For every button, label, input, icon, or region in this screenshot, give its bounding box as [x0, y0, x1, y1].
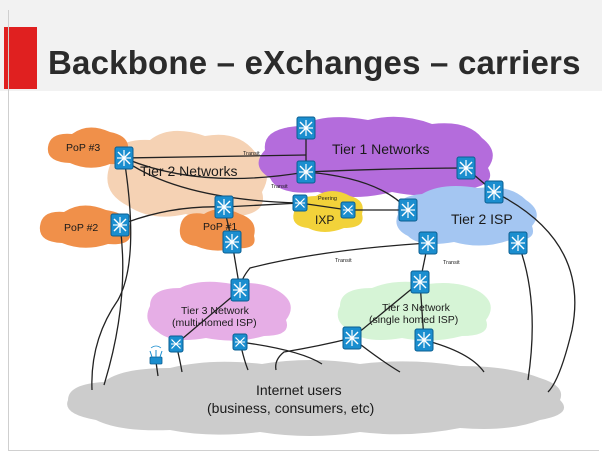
slide-title: Backbone – eXchanges – carriers	[48, 44, 581, 81]
link-tier2-tier1-low	[123, 157, 307, 180]
tier3-single-cloud	[337, 281, 491, 341]
router-pop1-top	[214, 195, 234, 219]
router-tier1-left	[296, 160, 316, 184]
ixp-cloud	[293, 191, 363, 232]
title-accent-bar	[4, 27, 37, 89]
link-pop2-users	[103, 224, 124, 386]
link-t3s-users-a	[275, 337, 353, 371]
router-ixp-right	[340, 201, 356, 219]
link-isp-users	[517, 242, 533, 381]
router-tier1-top	[296, 116, 316, 140]
link-pop1-ixp	[223, 202, 301, 208]
internet-users-cloud	[67, 360, 565, 436]
tier3-multi-label-2: (multi-homed ISP)	[172, 317, 257, 329]
tier3-multi-cloud	[147, 281, 291, 341]
router-ixp-left	[292, 194, 308, 212]
link-ixp-inner	[299, 202, 349, 211]
router-tier3-single-right	[414, 328, 434, 352]
wireless-ap-icon	[149, 345, 163, 365]
link-tier3multi-internal	[175, 289, 241, 345]
pop1-label: PoP #1	[203, 221, 237, 233]
internet-users-label-1: Internet users	[256, 382, 342, 398]
router-isp-right	[508, 231, 528, 255]
router-tier3-multi-top	[230, 278, 250, 302]
router-isp-top	[484, 180, 504, 204]
router-tier1-right	[456, 156, 476, 180]
title-bar: Backbone – eXchanges – carriers	[0, 0, 602, 91]
internet-users-label-2: (business, consumers, etc)	[207, 400, 374, 416]
transit-label-right: Transit	[443, 260, 460, 266]
router-tier3-single-top	[410, 270, 430, 294]
transit-label-left: Transit	[335, 258, 352, 264]
tier3-multi-label-1: Tier 3 Network	[181, 305, 250, 317]
pop3-cloud	[47, 127, 129, 168]
router-tier3-multi-right	[232, 333, 248, 351]
router-pop1-bottom	[222, 230, 242, 254]
pop2-label: PoP #2	[64, 222, 98, 234]
tier3-single-label-2: (single homed ISP)	[369, 314, 458, 326]
link-tier1-users	[493, 191, 576, 393]
router-tier3-single-left	[342, 326, 362, 350]
link-tier2-tier1	[123, 154, 307, 159]
pop2-cloud	[39, 205, 131, 248]
pop3-label: PoP #3	[66, 142, 100, 154]
router-tier3-multi-left	[168, 335, 184, 353]
ixp-label: IXP	[315, 213, 334, 227]
link-pop3-users	[91, 157, 132, 391]
link-tier1-right	[305, 167, 467, 173]
tier1-networks-cloud	[258, 116, 493, 197]
ixp-peering-label: Peering	[318, 196, 337, 202]
tier1-networks-label: Tier 1 Networks	[332, 141, 430, 157]
tier2-isp-label: Tier 2 ISP	[451, 211, 513, 227]
router-pop2	[110, 213, 130, 237]
tier2-networks-label: Tier 2 Networks	[140, 163, 238, 179]
router-pop3	[114, 146, 134, 170]
transit-label-mid: Transit	[271, 184, 288, 190]
router-isp-left	[398, 198, 418, 222]
tier3-single-label-1: Tier 3 Network	[382, 302, 451, 314]
transit-label-top: Transit	[243, 151, 260, 157]
link-tier2-ixp	[123, 159, 301, 204]
router-isp-bottom	[418, 231, 438, 255]
